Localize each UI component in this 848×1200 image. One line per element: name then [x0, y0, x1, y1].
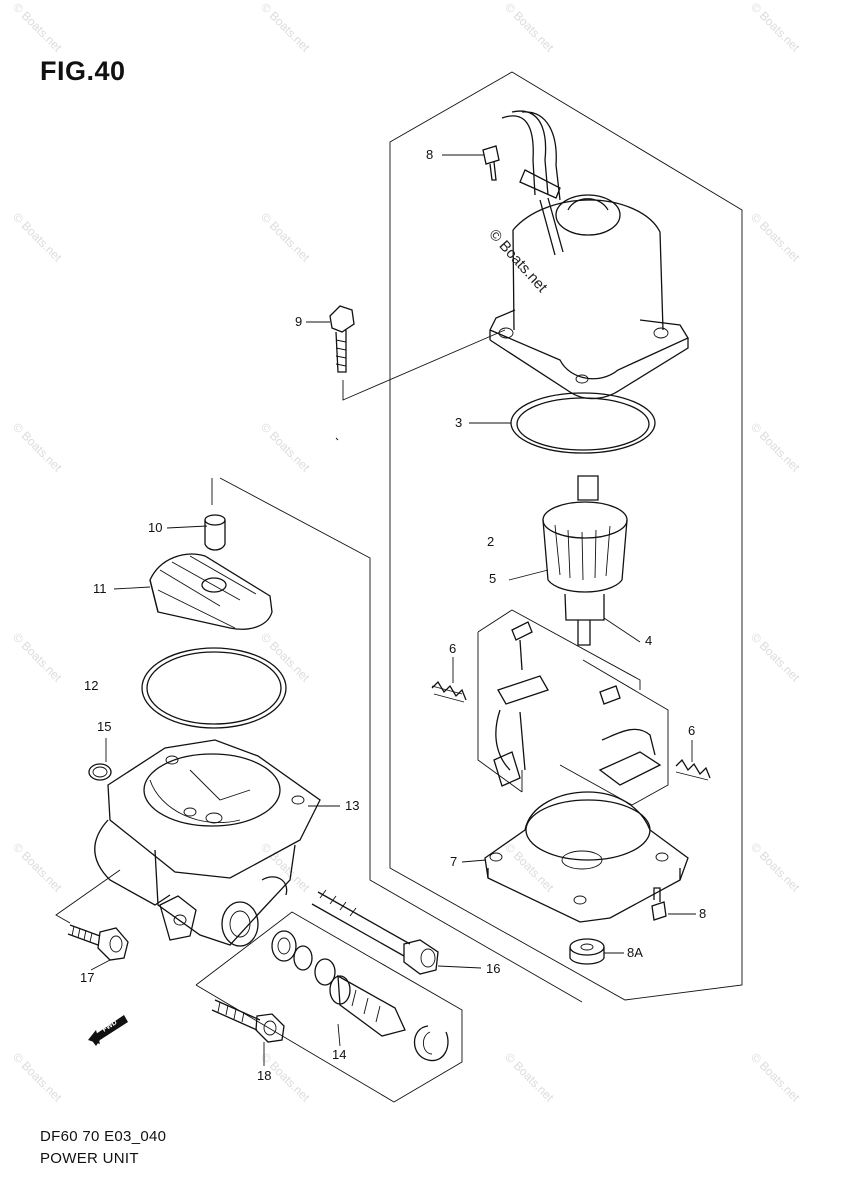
bolt-18: [211, 999, 285, 1043]
figure-title: FIG.40: [40, 56, 126, 86]
callout-8A: 8A: [627, 945, 643, 960]
callout-10: 10: [148, 520, 163, 535]
callout-7: 7: [450, 854, 458, 869]
cap-10: [204, 514, 226, 551]
pump-assembly-boundary: [211, 477, 583, 1003]
boundary-dash: [335, 437, 339, 441]
o-ring-3: [510, 392, 656, 454]
callout-6-right: 6: [688, 723, 696, 738]
leader-9-dash: [342, 329, 506, 401]
motor-assembly-boundary: [389, 71, 743, 1001]
armature: [542, 475, 628, 646]
callout-3: 3: [455, 415, 463, 430]
o-ring-12: [141, 647, 287, 729]
callout-15: 15: [97, 719, 112, 734]
seal-kit-14: [271, 930, 449, 1062]
bolt-9: [329, 305, 355, 373]
diagram-code: DF60 70 E03_040: [40, 1128, 167, 1145]
callout-8-bottom: 8: [699, 906, 707, 921]
washer-8A: [569, 938, 605, 965]
end-frame-7: [484, 791, 689, 923]
spring-6-left: [431, 680, 467, 703]
callout-14: 14: [332, 1047, 347, 1062]
callout-17: 17: [80, 970, 95, 985]
diagram-name: POWER UNIT: [40, 1150, 139, 1167]
callout-4: 4: [645, 633, 653, 648]
callout-13: 13: [345, 798, 360, 813]
pump-housing-13: [94, 739, 321, 947]
leader-lines: [90, 154, 696, 1066]
ring-15: [88, 763, 112, 781]
cover-11: [149, 553, 273, 630]
bolt-17: [67, 924, 129, 961]
callout-5: 5: [489, 571, 497, 586]
callout-12: 12: [84, 678, 99, 693]
leader-17-dash: [55, 869, 121, 924]
brush-holder-4: [477, 609, 669, 806]
callout-18: 18: [257, 1068, 272, 1083]
screw-8-top: [482, 145, 500, 181]
bolt-16: [311, 889, 439, 975]
callout-6-left: 6: [449, 641, 457, 656]
callout-16: 16: [486, 961, 501, 976]
seal-kit-boundary: [195, 911, 463, 1103]
fwd-arrow-icon: FWD: [88, 1015, 128, 1046]
callout-11: 11: [93, 581, 107, 596]
screw-8-bottom: [651, 887, 667, 921]
callout-2: 2: [487, 534, 495, 549]
spring-6-right: [675, 758, 711, 781]
callout-9: 9: [295, 314, 303, 329]
callout-8-top: 8: [426, 147, 434, 162]
